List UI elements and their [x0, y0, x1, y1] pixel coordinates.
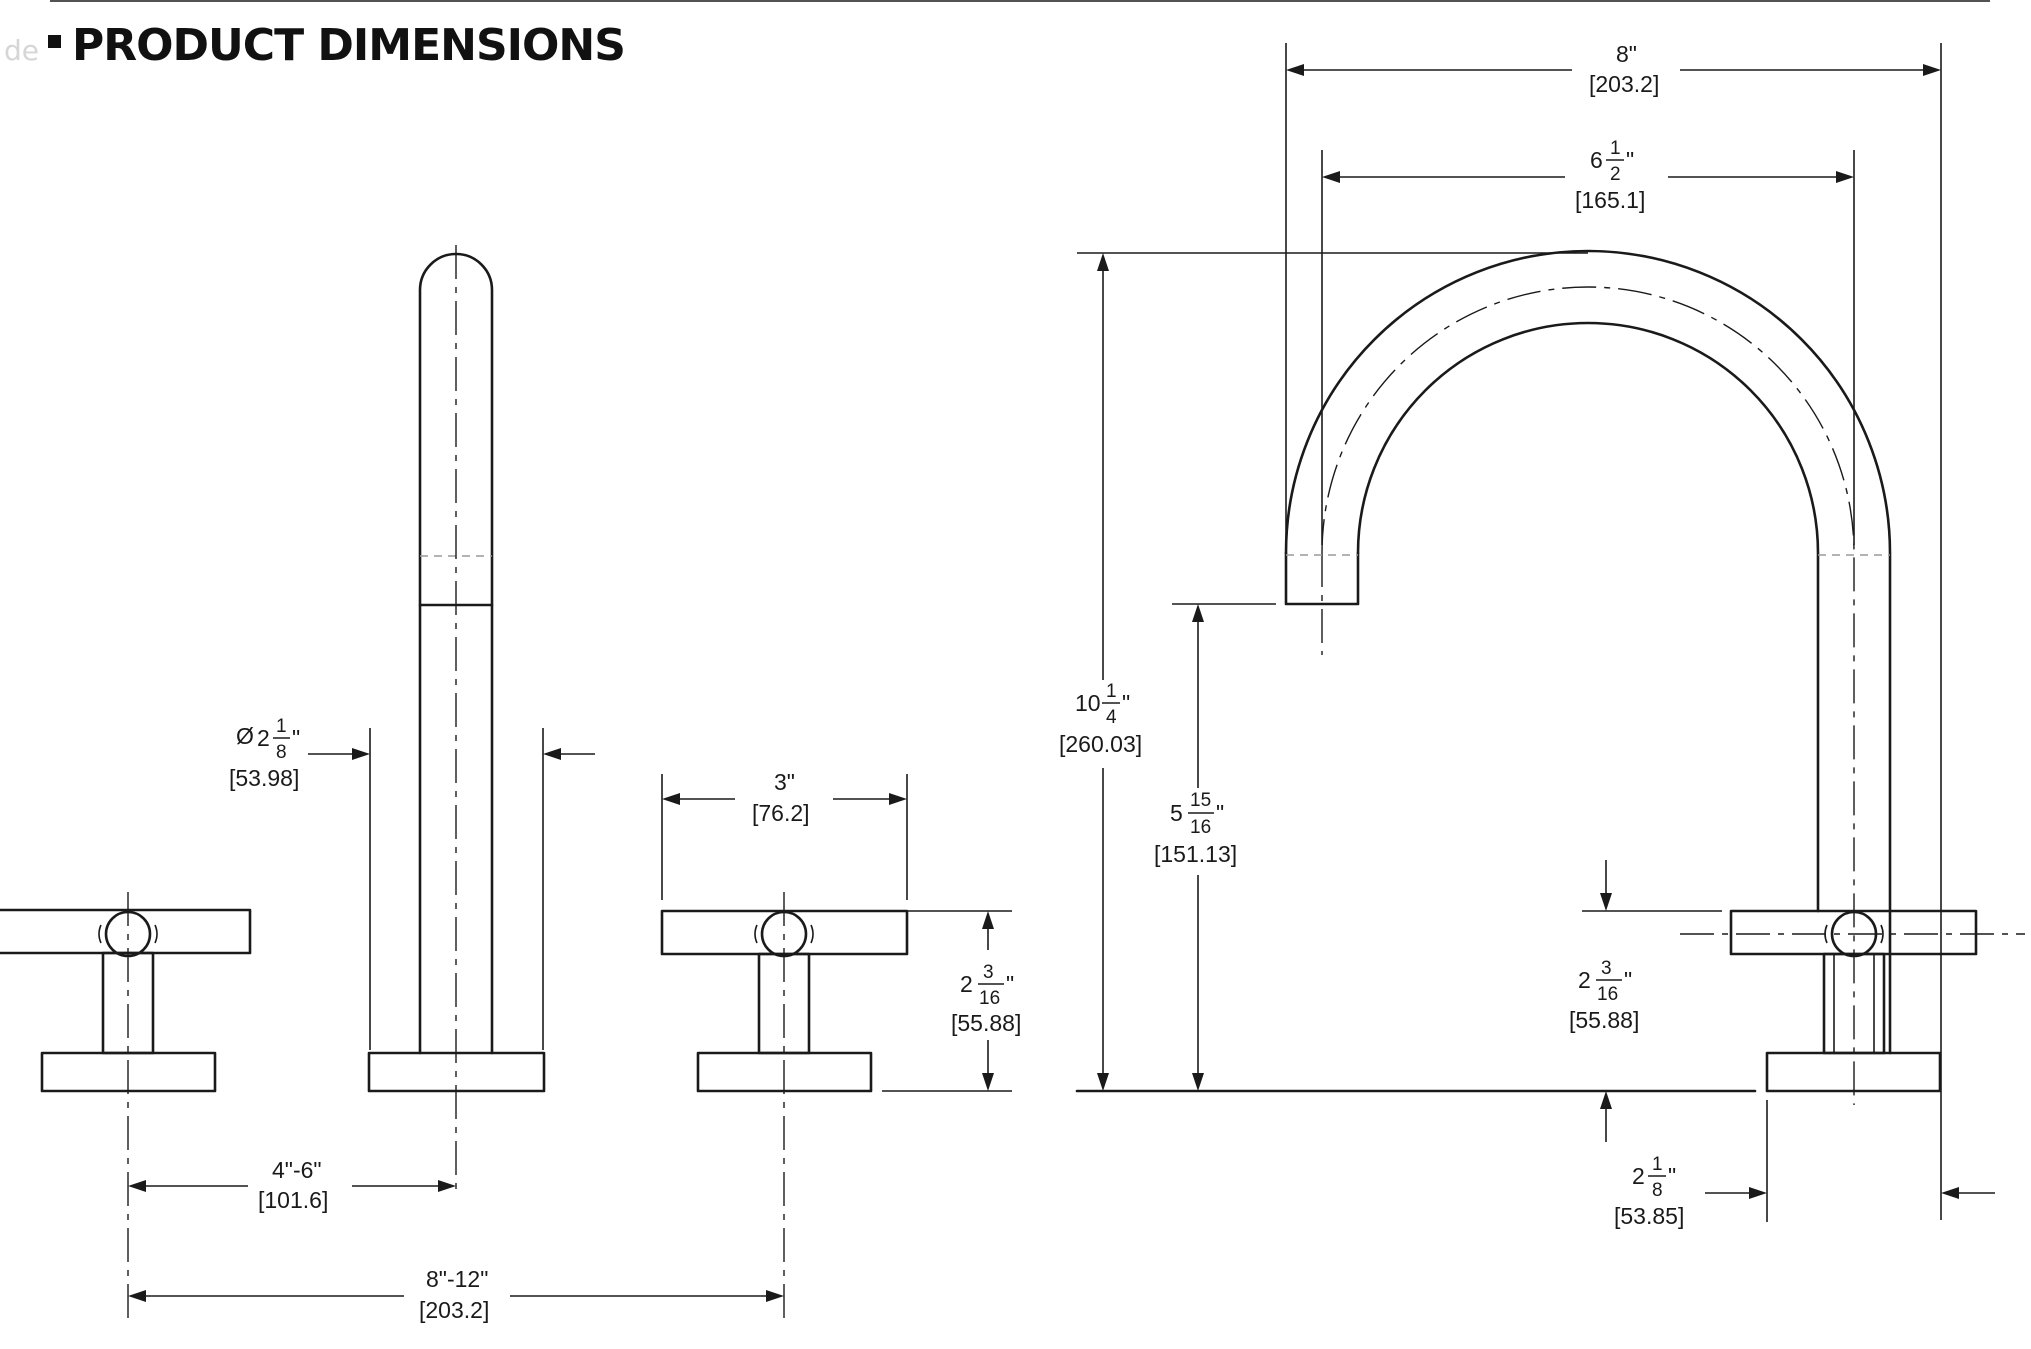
- dim-widespread: 8"-12" [203.2]: [128, 1266, 784, 1323]
- dimension-label: [165.1]: [1575, 187, 1645, 213]
- dim-center-to-spout: 4"-6" [101.6]: [128, 1157, 456, 1213]
- svg-text:": ": [1006, 971, 1014, 997]
- dim-spout-clearance: 5 15 16 " [151.13]: [1154, 603, 1276, 1091]
- svg-text:": ": [292, 725, 300, 751]
- dim-handle-height-side: 2 3 16 " [55.88]: [1569, 860, 1722, 1142]
- dimension-label: [53.85]: [1614, 1203, 1684, 1229]
- dimension-label: 4: [1106, 707, 1117, 728]
- dimension-label: 2: [1578, 967, 1591, 993]
- dimension-label: 8"-12": [426, 1266, 488, 1292]
- svg-text:": ": [1626, 147, 1634, 173]
- dimension-label: 1: [1652, 1154, 1663, 1175]
- center-spout-front: [367, 245, 546, 1195]
- dim-spout-reach: 6 1 2 " [165.1]: [1321, 138, 1855, 545]
- watermark-text: de: [4, 34, 39, 67]
- svg-text:": ": [1668, 1163, 1676, 1189]
- page-title: PRODUCT DIMENSIONS: [72, 20, 625, 71]
- dimension-label: 8: [276, 742, 287, 763]
- front-view: Ø 2 1 8 " [53.98] 3" [76.2] 2: [0, 245, 1021, 1325]
- dim-base-width-side: 2 1 8 " [53.85]: [1614, 1100, 1995, 1229]
- dimension-label: 3: [1601, 958, 1612, 979]
- dimension-label: [53.98]: [229, 765, 299, 791]
- spout-side: [1075, 249, 2025, 1105]
- dimension-label: 16: [1190, 817, 1211, 838]
- dimension-label: [101.6]: [258, 1187, 328, 1213]
- dimension-label: [203.2]: [1589, 71, 1659, 97]
- dimension-label: [55.88]: [951, 1010, 1021, 1036]
- dimension-label: 4"-6": [272, 1157, 322, 1183]
- dimension-label: 1: [1610, 138, 1621, 159]
- dimension-label: 2: [1610, 164, 1621, 185]
- dim-handle-length: 3" [76.2]: [661, 769, 908, 900]
- left-handle: [0, 892, 252, 1325]
- dimension-label: [76.2]: [752, 800, 810, 826]
- svg-text:": ": [1624, 967, 1632, 993]
- dimension-label: 8: [1652, 1180, 1663, 1201]
- right-handle-front: [660, 892, 909, 1325]
- dim-base-diameter: Ø 2 1 8 " [53.98]: [229, 716, 595, 1050]
- dimension-label: 6: [1590, 147, 1603, 173]
- dimension-label: 10: [1075, 690, 1101, 716]
- svg-text:": ": [1122, 690, 1130, 716]
- dim-handle-height-front: 2 3 16 " [55.88]: [882, 910, 1021, 1092]
- svg-text:": ": [1216, 800, 1224, 826]
- dim-overall-width: 8" [203.2]: [1285, 41, 1942, 1220]
- dimension-label: [151.13]: [1154, 841, 1237, 867]
- dimension-label: 16: [1597, 984, 1618, 1005]
- side-view: 8" [203.2] 6 1 2 " [165.1] 10 1: [1059, 41, 2025, 1229]
- dimension-label: [55.88]: [1569, 1007, 1639, 1033]
- dimension-label: 2: [257, 725, 270, 751]
- dimension-label: 5: [1170, 800, 1183, 826]
- dimension-label: 3: [983, 962, 994, 983]
- dimension-label: 1: [1106, 681, 1117, 702]
- dimension-label: 16: [979, 988, 1000, 1009]
- dimension-label: 8": [1616, 41, 1637, 67]
- dimension-label: 2: [1632, 1163, 1645, 1189]
- dimension-label: 3": [774, 769, 795, 795]
- dimension-label: 15: [1190, 790, 1211, 811]
- title-bullet-icon: [48, 35, 61, 48]
- dimension-label: [203.2]: [419, 1297, 489, 1323]
- dimension-label: Ø: [236, 723, 254, 749]
- dimension-label: 1: [276, 716, 287, 737]
- dimension-label: 2: [960, 971, 973, 997]
- dimension-label: [260.03]: [1059, 731, 1142, 757]
- dim-spout-height: 10 1 4 " [260.03]: [1059, 252, 1588, 1091]
